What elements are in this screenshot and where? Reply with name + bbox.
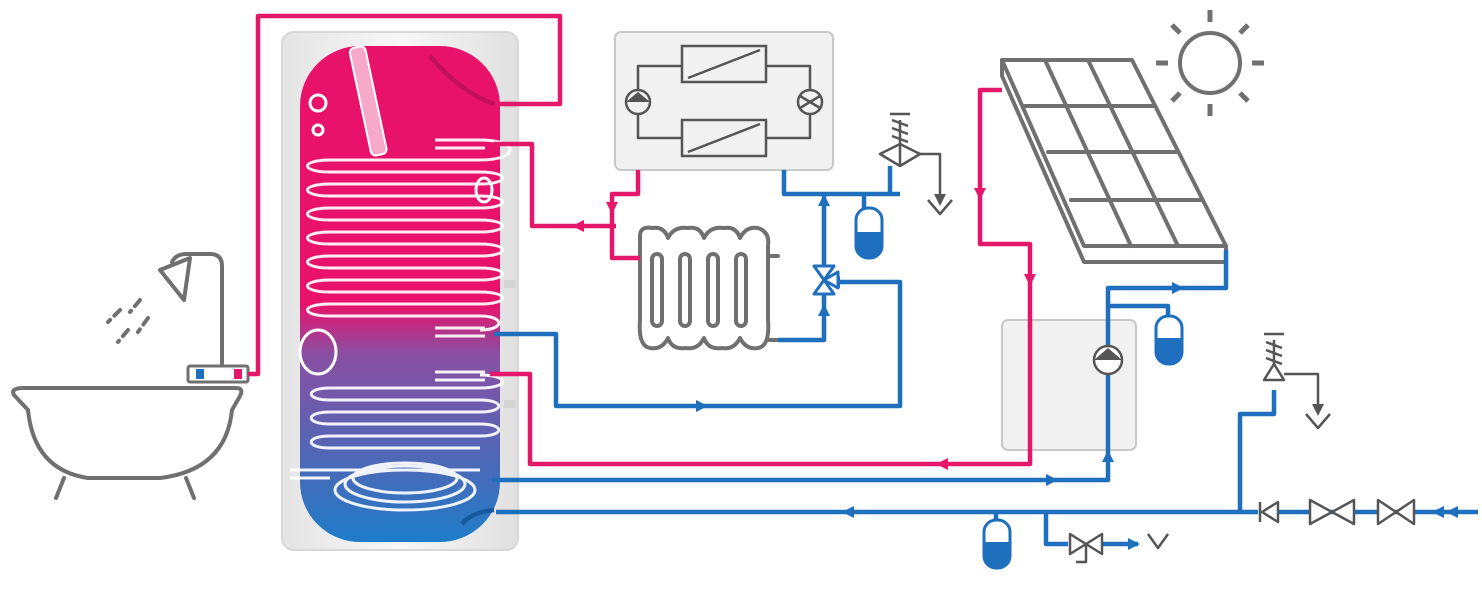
flow-arrow [1128,538,1140,550]
safety-valve [1262,332,1331,430]
sensor-port-lower [311,123,325,137]
flow-arrow [606,202,618,214]
upper-heat-exchanger-coil [306,138,512,338]
solar-circulation-pump [1092,344,1124,376]
expansion-vessel [854,206,884,260]
shutoff-valve [1308,498,1356,526]
coil-flange [474,176,494,204]
thermostatic-mixer [186,364,250,384]
heat-pump-unit [614,31,834,171]
solar-collector [1000,58,1228,264]
check-valve [1258,500,1280,524]
flow-arrow [1046,474,1058,486]
storage-tank [281,31,519,551]
expansion-vessel [1154,314,1184,366]
tank-body [300,46,500,542]
radiator [626,225,780,351]
sun-icon [1156,10,1264,116]
flow-arrow [842,506,854,518]
flow-arrow [1024,274,1036,286]
flow-arrow [572,220,584,232]
three-way-valve [812,264,840,296]
shower-water-drops [106,298,150,344]
safety-valve [878,112,953,216]
drain-valve [1068,532,1170,564]
flow-arrow [936,458,948,470]
solar-pump-station [1001,319,1137,451]
bathtub [11,386,244,500]
flow-arrow [818,304,830,316]
inspection-flange [298,328,338,376]
flow-arrow [818,194,830,206]
lower-heat-exchanger-coil [290,370,504,512]
flow-arrow [696,400,708,412]
sensor-port-upper [308,93,328,113]
shower [106,252,224,374]
flow-arrow [1102,450,1114,462]
expansion-vessel [982,518,1012,570]
shutoff-valve [1376,498,1416,526]
flow-arrow [974,188,986,200]
anode-rod [348,45,388,157]
cold-water-pipes [460,166,1478,547]
flow-arrow [1172,282,1184,294]
flow-arrow [1432,506,1458,518]
